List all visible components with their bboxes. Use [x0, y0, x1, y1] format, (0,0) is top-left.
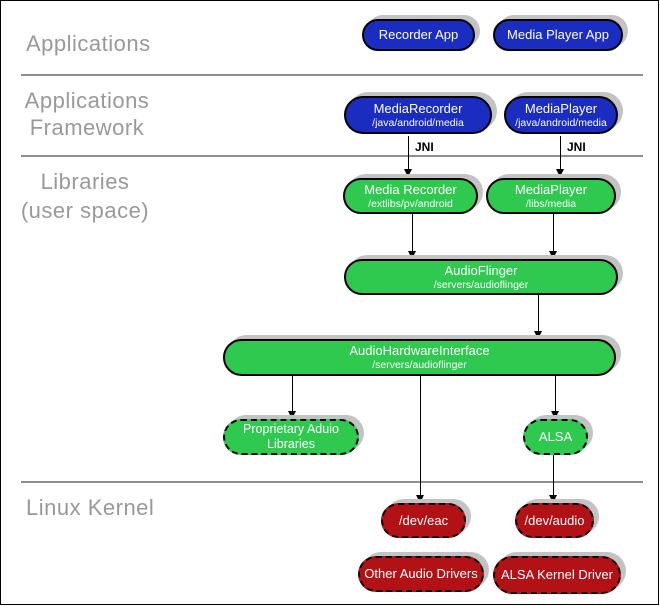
arrow-mediarecorder-to-mediarecorder-lib	[404, 136, 413, 177]
section-divider-framework-libraries	[21, 155, 643, 157]
node-title: Recorder App	[378, 27, 459, 43]
section-label-libraries-user-space: Libraries (user space)	[9, 167, 161, 225]
node-mediaplayer-framework: MediaPlayer /java/android/media	[504, 96, 618, 134]
section-divider-libraries-kernel	[21, 481, 643, 483]
node-mediarecorder-framework: MediaRecorder /java/android/media	[344, 96, 492, 134]
node-proprietary-audio-libraries: Proprietary Aduio Libraries	[223, 419, 359, 455]
node-title-line: Proprietary Aduio	[243, 422, 339, 436]
edge-label-jni-right: JNI	[567, 140, 586, 154]
node-title: Other Audio Drivers	[364, 566, 478, 582]
node-audiohardwareinterface: AudioHardwareInterface /servers/audiofli…	[223, 339, 616, 376]
arrow-alsa-to-dev-audio	[549, 455, 558, 503]
section-divider-applications-framework	[21, 74, 643, 76]
node-media-player-app: Media Player App	[493, 19, 623, 51]
section-label-line: Applications	[24, 88, 150, 113]
node-alsa: ALSA	[523, 419, 588, 455]
section-label-line: (user space)	[20, 198, 150, 223]
node-title: AudioHardwareInterface	[349, 343, 490, 359]
arrow-ahi-to-dev-eac	[416, 376, 425, 503]
node-other-audio-drivers: Other Audio Drivers	[358, 556, 484, 592]
node-dev-audio: /dev/audio	[515, 503, 594, 538]
section-label-linux-kernel: Linux Kernel	[26, 495, 155, 520]
node-path: /extlibs/pv/android	[368, 197, 453, 210]
node-recorder-app: Recorder App	[362, 19, 475, 51]
arrow-mediarecorder-lib-to-audioflinger	[408, 214, 417, 259]
node-path: /java/android/media	[515, 116, 607, 129]
node-title-line: Libraries	[267, 437, 315, 451]
arrow-mediaplayer-to-mediaplayer-lib	[556, 136, 565, 177]
node-title: Media Player App	[507, 27, 609, 43]
node-mediaplayer-library: MediaPlayer /libs/media	[486, 178, 616, 214]
node-title: Media Recorder	[364, 181, 457, 197]
node-dev-eac: /dev/eac	[381, 503, 466, 538]
node-title: AudioFlinger	[444, 262, 518, 278]
node-path: /servers/audioflinger	[433, 278, 529, 291]
node-title: MediaPlayer	[524, 100, 598, 116]
node-title: ALSA Kernel Driver	[501, 567, 613, 583]
node-alsa-kernel-driver: ALSA Kernel Driver	[493, 556, 621, 594]
arrow-ahi-to-proprietary-audio-libraries	[288, 376, 297, 419]
arrow-ahi-to-alsa	[551, 376, 560, 419]
node-path: /servers/audioflinger	[372, 359, 467, 371]
node-title: ALSA	[538, 429, 573, 445]
node-title: MediaPlayer	[514, 181, 588, 197]
node-media-recorder-library: Media Recorder /extlibs/pv/android	[343, 178, 478, 214]
edge-label-jni-left: JNI	[415, 140, 434, 154]
node-title: /dev/audio	[524, 512, 585, 528]
section-label-line: Libraries	[40, 169, 130, 194]
arrow-audioflinger-to-audiohardwareinterface	[534, 295, 543, 339]
node-path: /libs/media	[525, 197, 577, 210]
section-label-line: Framework	[29, 115, 145, 140]
node-title: /dev/eac	[398, 512, 449, 528]
node-title: MediaRecorder	[373, 100, 463, 116]
section-label-applications: Applications	[26, 31, 151, 56]
section-label-applications-framework: Applications Framework	[11, 87, 163, 141]
node-path: /java/android/media	[372, 116, 464, 129]
node-audioflinger: AudioFlinger /servers/audioflinger	[344, 259, 618, 295]
arrow-mediaplayer-lib-to-audioflinger	[549, 214, 558, 259]
